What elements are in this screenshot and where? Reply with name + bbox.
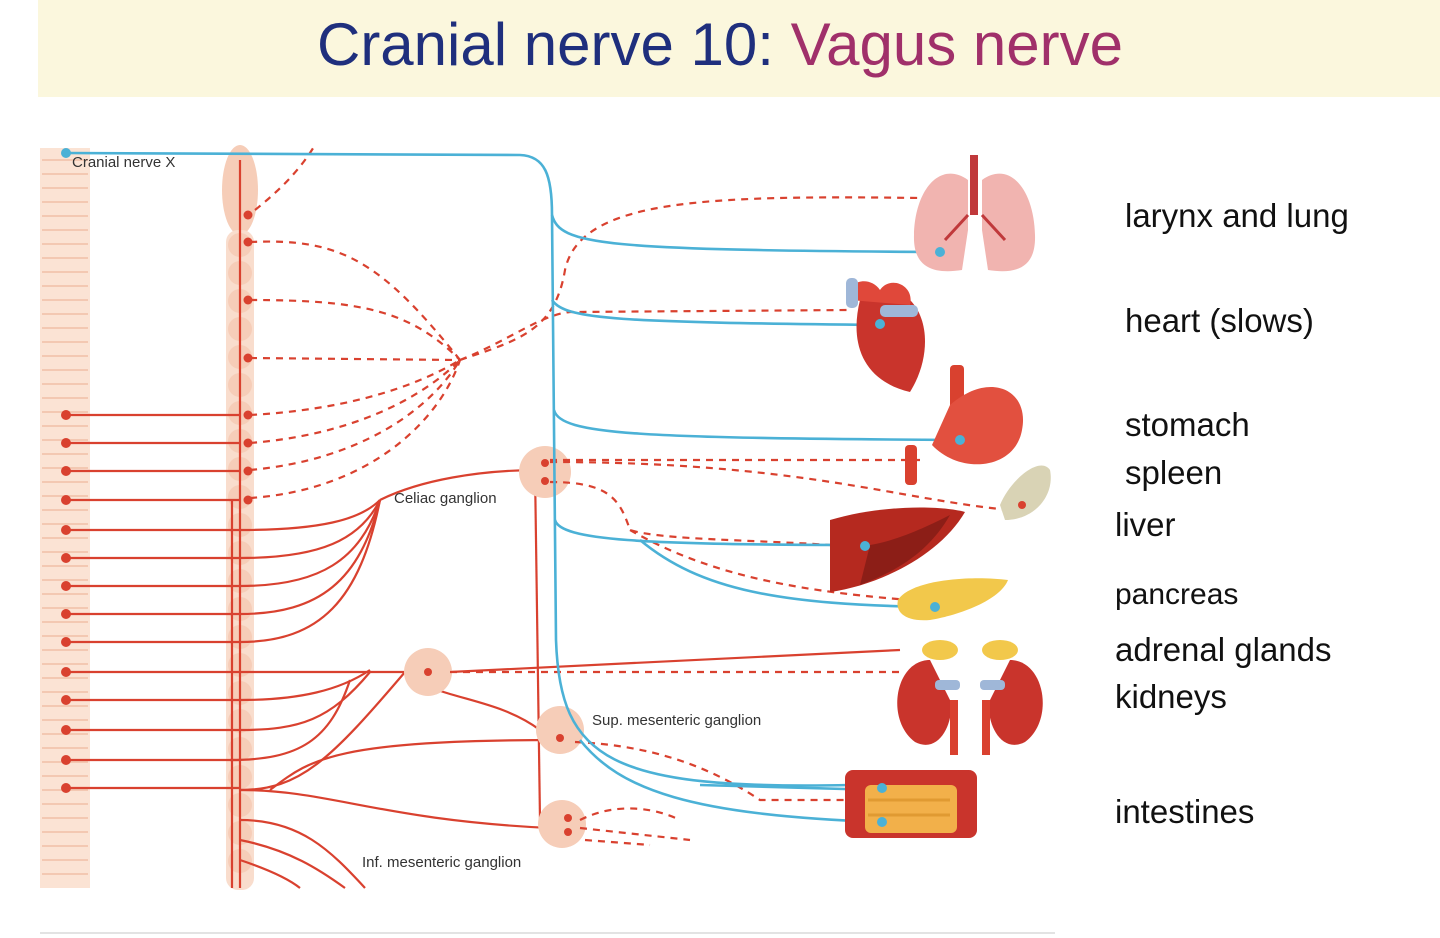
spleen-icon — [1000, 465, 1051, 520]
organ-label-spleen: spleen — [1125, 454, 1223, 491]
spinal-origin-dots — [61, 210, 253, 793]
title-banner — [38, 0, 1440, 97]
splanchnic-fibers — [229, 468, 901, 889]
organ-label-pancreas: pancreas — [1115, 578, 1239, 611]
kidneys-icon — [897, 640, 1043, 755]
organ-label-larynx-lung: larynx and lung — [1125, 197, 1349, 234]
postganglionic-fibers — [249, 144, 1011, 847]
sup-mesenteric-ganglion-label: Sup. mesenteric ganglion — [592, 712, 762, 729]
intestines-icon — [845, 770, 977, 838]
stomach-icon — [905, 365, 1024, 485]
title-main-text: Cranial nerve 10: — [316, 11, 791, 78]
preganglionic-fibers — [66, 413, 240, 790]
organ-label-intestines: intestines — [1115, 793, 1255, 830]
celiac-ganglion — [519, 446, 571, 498]
organ-label-adrenal: adrenal glands — [1115, 631, 1332, 668]
organ-label-liver: liver — [1115, 506, 1176, 543]
pancreas-icon — [897, 578, 1008, 621]
inf-mesenteric-ganglion — [538, 800, 586, 848]
cranial-nerve-label: Cranial nerve X — [72, 154, 176, 171]
spinal-cord — [40, 148, 90, 888]
celiac-ganglion-label: Celiac ganglion — [394, 490, 497, 507]
vagus-nerve — [65, 151, 961, 824]
sup-mesenteric-ganglion — [536, 706, 584, 754]
organ-label-heart: heart (slows) — [1125, 302, 1314, 339]
heart-icon — [846, 278, 925, 392]
organ-label-stomach: stomach — [1125, 406, 1250, 443]
page-title: Cranial nerve 10: Vagus nerve — [0, 10, 1440, 80]
title-accent-text: Vagus nerve — [790, 11, 1124, 78]
sympathetic-trunk — [222, 145, 258, 890]
lungs-icon — [913, 155, 1036, 272]
inf-mesenteric-ganglion-label: Inf. mesenteric ganglion — [362, 854, 522, 871]
organ-label-kidneys: kidneys — [1115, 678, 1227, 715]
adrenal-ganglion — [404, 648, 452, 696]
vagus-origin-dot — [61, 148, 71, 158]
bottom-divider — [40, 932, 1055, 934]
liver-icon — [830, 507, 965, 592]
